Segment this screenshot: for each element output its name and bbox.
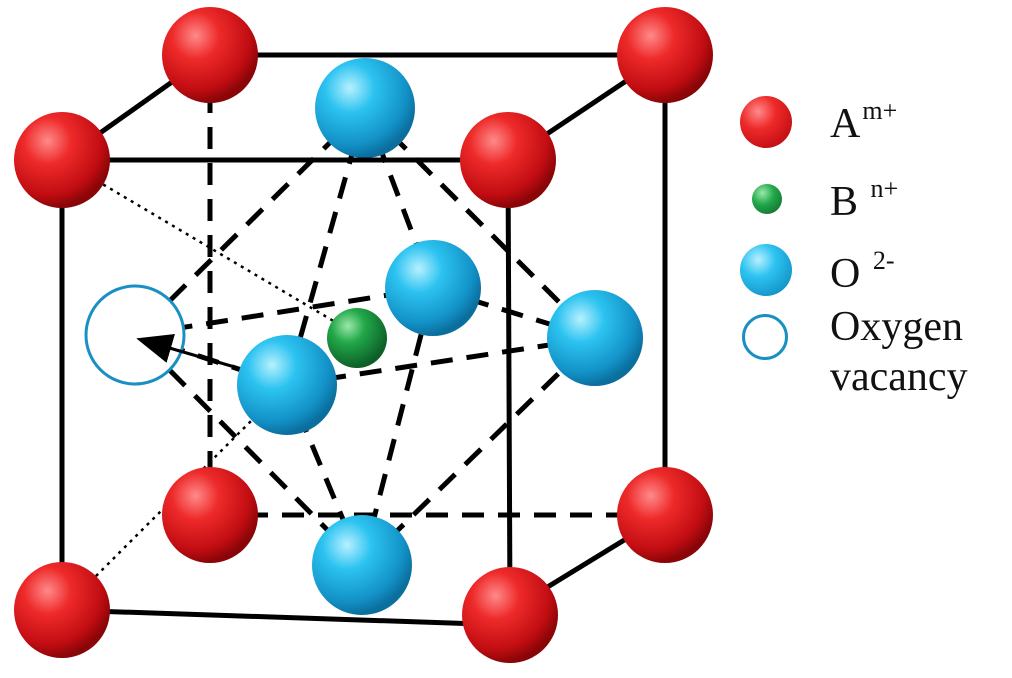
legend-label-a-cation: Am+ bbox=[830, 96, 898, 147]
a-cation-back-bottom-right bbox=[617, 467, 713, 563]
a-cation-back-top-left bbox=[162, 7, 258, 103]
oxygen-vacancy-site bbox=[84, 284, 186, 386]
octahedron-atoms bbox=[84, 58, 643, 615]
a-cation-back-top-right bbox=[617, 7, 713, 103]
a-cation-front-bottom-right bbox=[462, 567, 558, 663]
a-cation-front-top-left bbox=[14, 112, 110, 208]
oxygen-bottom bbox=[312, 515, 412, 615]
oxygen-top bbox=[315, 58, 415, 158]
b-cation-center bbox=[327, 308, 387, 368]
vacancy-migration-arrow bbox=[136, 333, 246, 372]
oxygen-front bbox=[237, 335, 337, 435]
a-cation-front-top-right bbox=[460, 112, 556, 208]
a-cation-front-bottom-left bbox=[14, 562, 110, 658]
cube-back-edges bbox=[210, 52, 668, 515]
green-sphere-icon bbox=[752, 184, 782, 214]
back-atoms bbox=[162, 7, 713, 563]
migration-path-dotted bbox=[61, 158, 358, 611]
legend-label-vacancy-line2: vacancy bbox=[830, 354, 968, 400]
oxygen-right bbox=[547, 290, 643, 386]
legend-label-oxygen: O 2- bbox=[830, 246, 895, 297]
red-sphere-icon bbox=[740, 96, 792, 148]
blue-sphere-icon bbox=[740, 244, 792, 296]
oxygen-back bbox=[385, 240, 481, 336]
vacancy-ring-icon bbox=[742, 314, 788, 360]
front-atoms bbox=[14, 112, 558, 663]
cube-front-edges bbox=[59, 157, 513, 628]
a-cation-back-bottom-left bbox=[162, 467, 258, 563]
legend-label-vacancy-line1: Oxygen bbox=[830, 304, 963, 350]
cube-hidden-edges bbox=[207, 55, 665, 518]
legend-label-b-cation: B n+ bbox=[830, 174, 899, 225]
